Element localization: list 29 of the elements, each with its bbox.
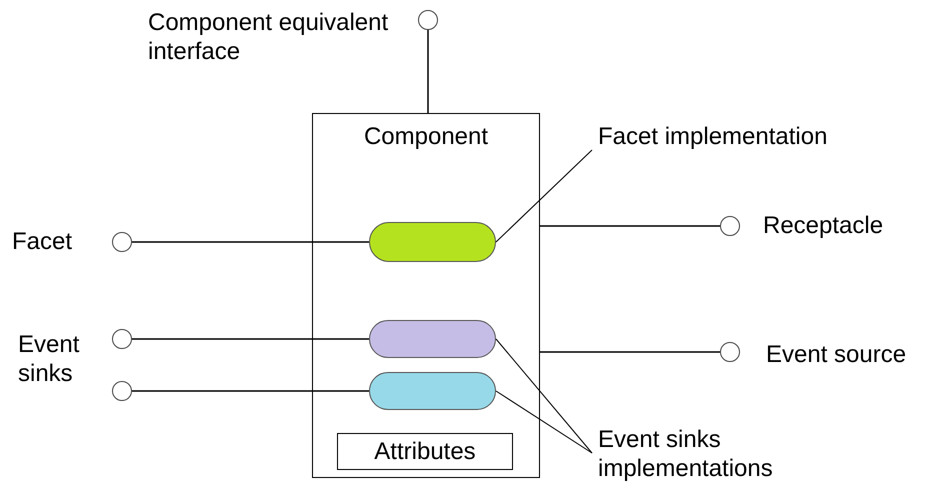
connector-line [132,241,369,243]
port-label: Event source [766,340,906,369]
port-circle [112,232,132,252]
port-label: Component equivalent interface [148,8,390,66]
event-sink-implementation-pill [369,372,496,410]
port-label: Receptacle [763,211,884,240]
connector-line [427,30,429,113]
leader-line [496,338,592,454]
event-sink-implementation-pill [369,320,496,358]
callout-label: Facet implementation [598,122,828,151]
port-circle [112,329,132,349]
leader-line [496,390,592,454]
port-circle [720,216,740,236]
port-circle [720,342,740,362]
attributes-box [337,433,513,470]
connector-line [540,225,720,227]
connector-line [540,351,720,353]
port-circle [418,10,438,30]
callout-label: Event sinks implementations [598,425,774,483]
leader-line [496,150,592,242]
port-label: Facet [12,227,72,256]
facet-implementation-pill [369,222,496,262]
component-box [312,113,540,478]
port-label: Event sinks [18,330,80,388]
connector-line [132,390,369,392]
connector-line [132,338,369,340]
port-circle [112,381,132,401]
component-title: Component [362,122,490,151]
attributes-title: Attributes [373,437,477,466]
